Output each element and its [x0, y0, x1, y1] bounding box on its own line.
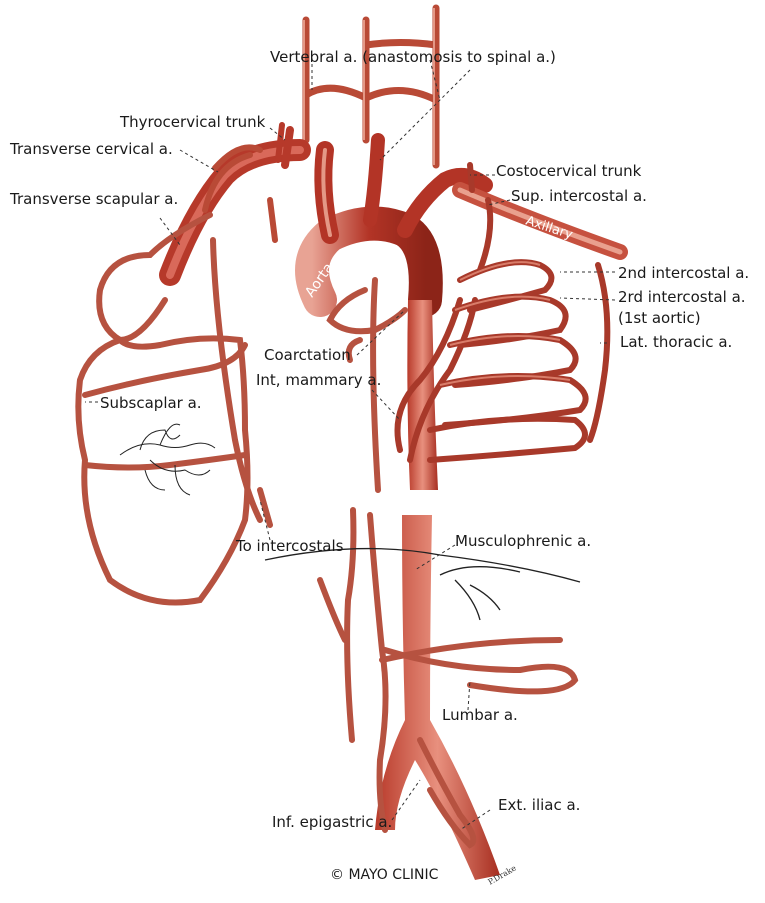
thyrocervical-label: Thyrocervical trunk	[120, 113, 266, 131]
left-neck-vessels	[159, 122, 311, 286]
vertebral-vessels	[302, 4, 440, 169]
lower-aorta	[375, 515, 500, 880]
transverse-scapular-label: Transverse scapular a.	[10, 190, 179, 208]
costocervical-label: Costocervical trunk	[496, 162, 642, 180]
lumbar-label: Lumbar a.	[442, 706, 518, 724]
lower-vessels	[317, 507, 579, 849]
internal-mammary	[326, 277, 408, 493]
copyright-text: © MAYO CLINIC	[330, 867, 439, 883]
lat-thoracic-label: Lat. thoracic a.	[620, 333, 733, 351]
subscapular-label: Subscaplar a.	[100, 394, 202, 412]
intercostal-highlights	[439, 261, 571, 386]
musculophrenic-label: Musculophrenic a.	[455, 532, 592, 550]
subscapular-branches	[119, 423, 216, 496]
third-intercostal-label: 2rd intercostal a.	[618, 288, 746, 306]
second-intercostal-label: 2nd intercostal a.	[618, 264, 750, 282]
transverse-cervical-label: Transverse cervical a.	[10, 140, 173, 158]
ext-iliac-label: Ext. iliac a.	[498, 796, 581, 814]
to-intercostals-label: To intercostals	[236, 537, 344, 555]
vertebral-label: Vertebral a. (anastomosis to spinal a.)	[270, 48, 556, 66]
aortic-arch: Aorta	[295, 133, 493, 317]
scapular-loop	[75, 212, 273, 606]
leader-lines	[85, 58, 616, 831]
sup-intercostal-label: Sup. intercostal a.	[511, 187, 647, 205]
inf-epigastric-label: Inf. epigastric a.	[272, 813, 393, 831]
first-aortic-label: (1st aortic)	[618, 309, 701, 327]
coarctation-label: Coarctation	[264, 346, 351, 364]
int-mammary-label: Int, mammary a.	[256, 371, 382, 389]
